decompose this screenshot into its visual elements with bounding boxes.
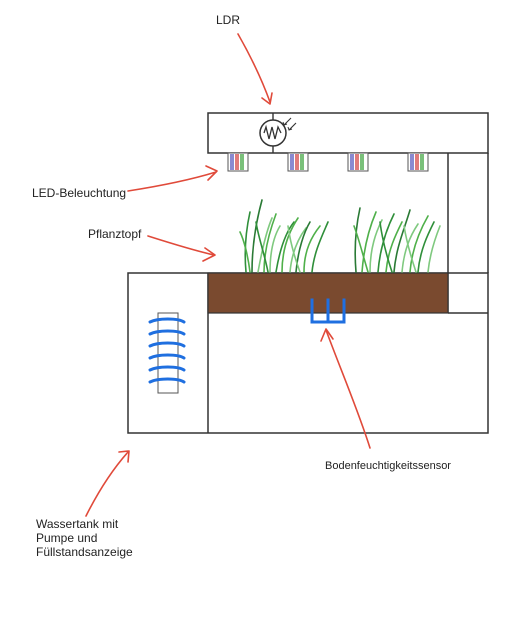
label-led: LED-Beleuchtung xyxy=(32,186,126,200)
led-module xyxy=(227,152,249,172)
pump-coil-icon xyxy=(148,312,186,394)
label-pot: Pflanztopf xyxy=(88,227,142,241)
arrow-tank-head xyxy=(118,450,130,463)
led-bulb-icon xyxy=(227,152,429,172)
arrow-pot xyxy=(147,235,215,256)
led-module xyxy=(347,152,369,172)
arrow-sensor-head xyxy=(320,328,334,342)
arrow-ldr-head xyxy=(261,92,273,105)
annotation-arrows xyxy=(85,33,371,517)
top-housing xyxy=(207,112,489,154)
arrow-tank xyxy=(85,451,129,517)
label-ldr: LDR xyxy=(216,13,240,27)
arrow-led xyxy=(127,171,217,192)
arrow-pot-head xyxy=(202,247,216,262)
led-module xyxy=(407,152,429,172)
ldr-resistor-icon xyxy=(259,113,297,153)
arrow-led-head xyxy=(205,165,218,181)
soil-probe-icon xyxy=(310,298,346,324)
label-tank-line-1: Wassertank mit xyxy=(36,517,119,531)
label-tank-line-3: Füllstandsanzeige xyxy=(36,545,133,559)
label-sensor: Bodenfeuchtigkeitssensor xyxy=(325,460,451,472)
arrow-sensor xyxy=(325,329,371,449)
led-module xyxy=(287,152,309,172)
right-pillar xyxy=(447,153,489,273)
arrow-ldr xyxy=(237,33,271,103)
plants xyxy=(239,199,441,273)
label-tank-line-2: Pumpe und xyxy=(36,531,97,545)
